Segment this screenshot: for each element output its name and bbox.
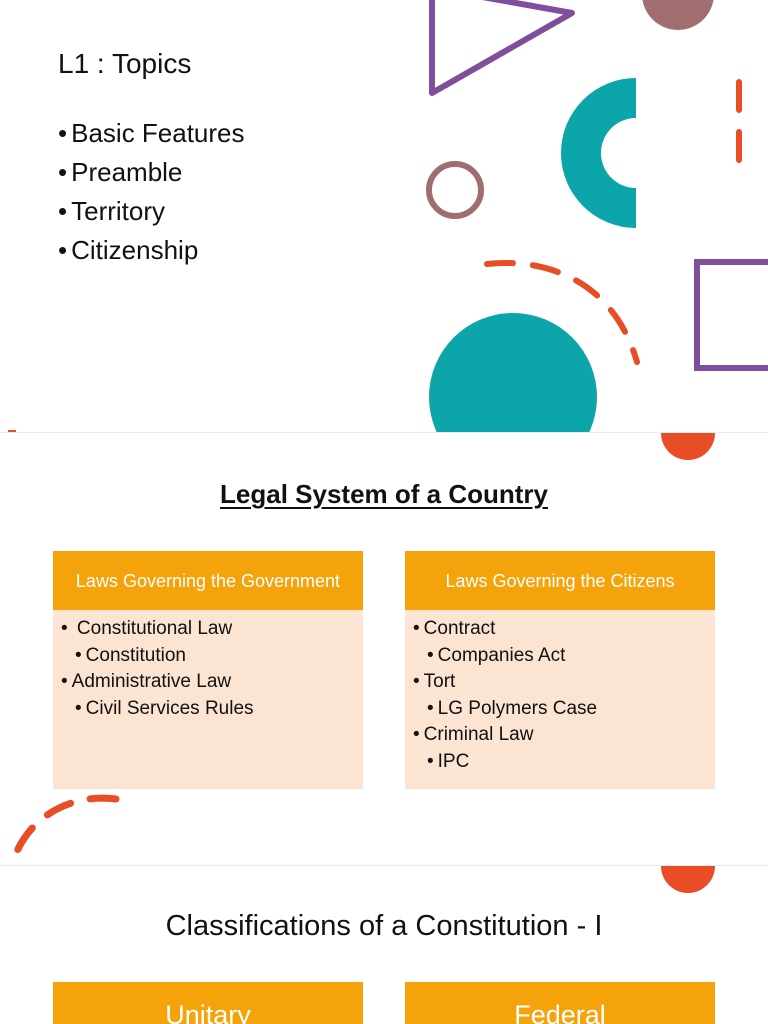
slide-divider [0, 432, 768, 433]
slide-topics: L1 : Topics Basic Features Preamble Terr… [0, 0, 768, 432]
slide-title: L1 : Topics [58, 48, 192, 79]
teal-circle-shape [429, 313, 597, 432]
list-item: Civil Services Rules [53, 696, 363, 723]
teal-arc-shape [560, 78, 636, 228]
list-item: Criminal Law [405, 722, 715, 749]
red-half-circle-shape [661, 866, 715, 893]
topic-list: Basic Features Preamble Territory Citize… [58, 114, 245, 270]
topic-item: Preamble [58, 153, 245, 192]
topic-item: Territory [58, 192, 245, 231]
list-item: Companies Act [405, 643, 715, 670]
slide-title: Classifications of a Constitution - I [165, 910, 603, 942]
slide-divider [0, 865, 768, 866]
list-item: Tort [405, 669, 715, 696]
list-item: Administrative Law [53, 669, 363, 696]
list-item: IPC [405, 749, 715, 776]
unitary-box: Unitary [53, 982, 363, 1024]
mauve-ring-shape [426, 161, 484, 219]
purple-square-shape [694, 259, 768, 371]
decorative-shapes [8, 433, 715, 865]
purple-triangle-shape [429, 0, 575, 96]
citizen-laws-card: Laws Governing the Citizens Contract Com… [405, 551, 715, 789]
red-dashed-arc-shape [8, 794, 120, 865]
government-laws-card: Laws Governing the Government Constituti… [53, 551, 363, 789]
card-header: Laws Governing the Government [53, 551, 363, 610]
slide-title: Legal System of a Country [220, 479, 548, 509]
card-list: Constitutional Law Constitution Administ… [53, 610, 363, 722]
slide-legal-system: Legal System of a Country Laws Governing… [0, 433, 768, 865]
list-item: Constitutional Law [53, 616, 363, 643]
topic-item: Basic Features [58, 114, 244, 153]
list-item: Contract [405, 616, 715, 643]
list-item: LG Polymers Case [405, 696, 715, 723]
slide-classifications: Classifications of a Constitution - I Un… [0, 866, 768, 1024]
red-dashed-arc-shape [484, 259, 640, 365]
mauve-circle-shape [642, 0, 714, 30]
decorative-shapes [661, 866, 715, 893]
card-header: Laws Governing the Citizens [405, 551, 715, 610]
red-half-circle-shape [661, 433, 715, 460]
decorative-shapes [8, 0, 768, 432]
federal-box: Federal [405, 982, 715, 1024]
card-list: Contract Companies Act Tort LG Polymers … [405, 610, 715, 775]
topic-item: Citizenship [58, 231, 245, 270]
list-item: Constitution [53, 643, 363, 670]
